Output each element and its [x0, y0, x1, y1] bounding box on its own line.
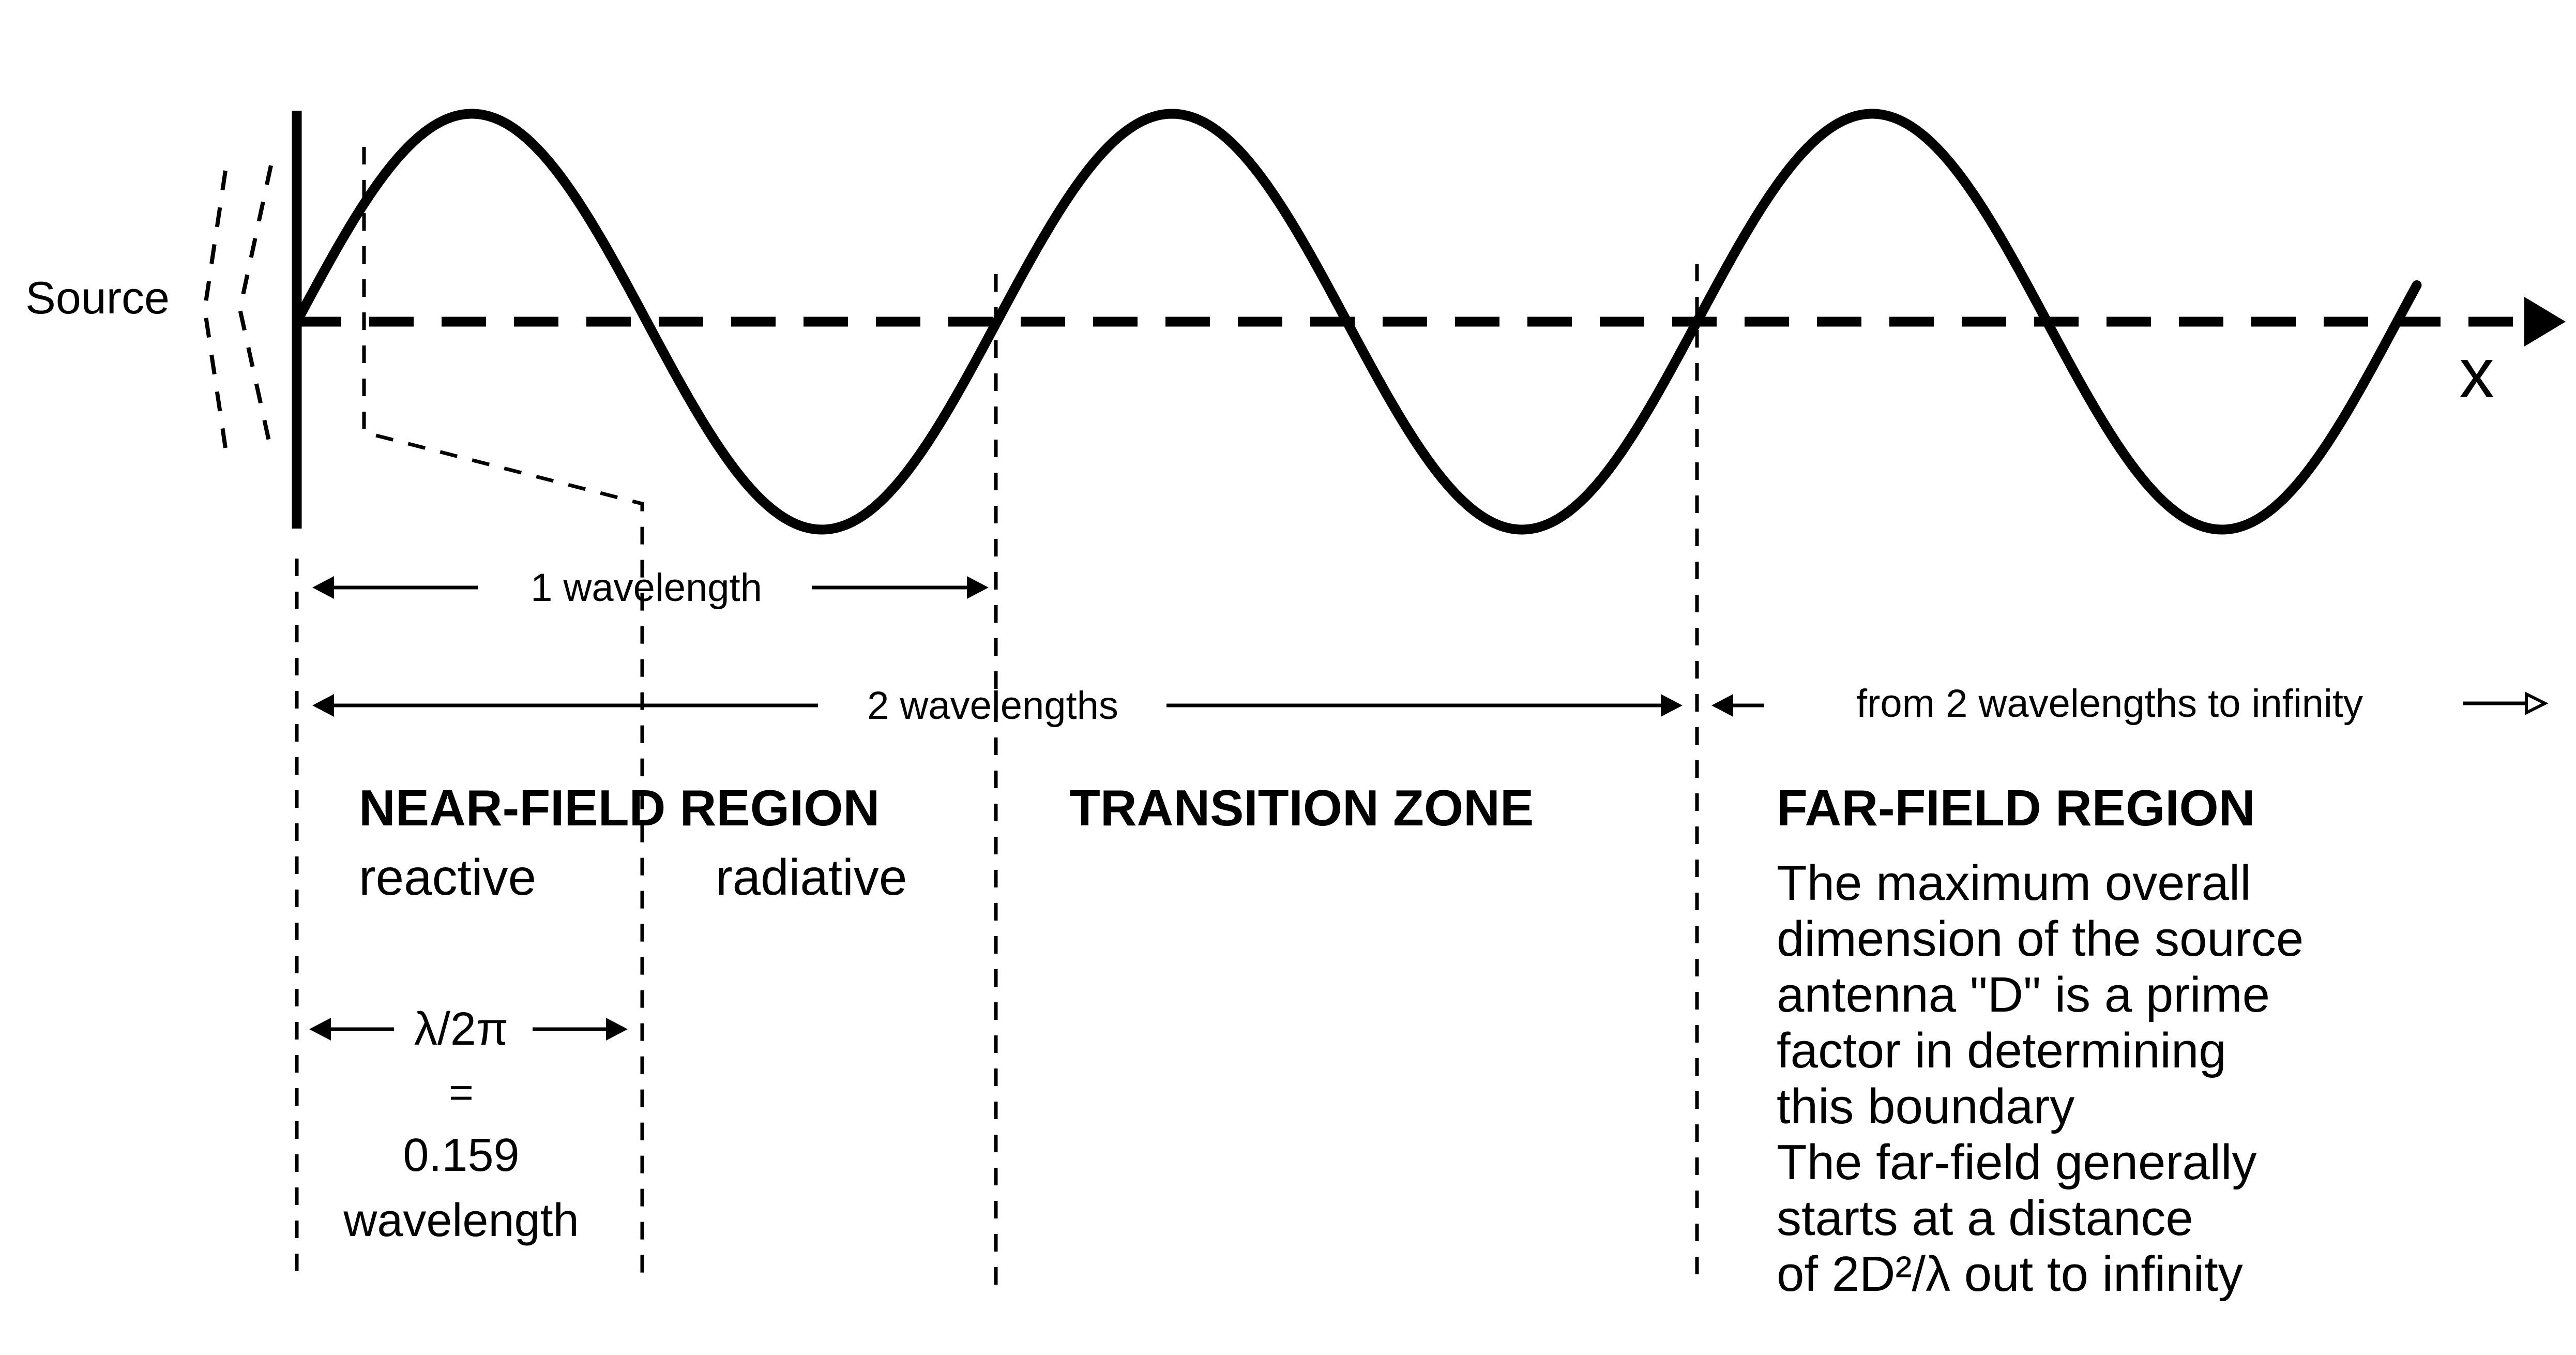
far-field-description-line: The far-field generally	[1777, 1135, 2256, 1190]
one-wavelength-label: 1 wavelength	[531, 566, 762, 610]
far-field-range-label: from 2 wavelengths to infinity	[1856, 682, 2363, 726]
lambda-unit: wavelength	[343, 1195, 579, 1246]
radiative-label: radiative	[716, 849, 907, 906]
axis-arrowhead	[2524, 297, 2566, 347]
dimension-two-wavelengths	[312, 694, 1683, 717]
reactive-label: reactive	[359, 849, 536, 906]
dimension-far-field	[1711, 691, 2549, 717]
transition-zone-title: TRANSITION ZONE	[1069, 779, 1534, 836]
far-field-description-line: starts at a distance	[1777, 1191, 2193, 1246]
far-field-description-line: of 2D²/λ out to infinity	[1777, 1246, 2243, 1302]
far-field-title: FAR-FIELD REGION	[1777, 779, 2255, 836]
sine-wave	[292, 109, 2422, 535]
lambda-value: 0.159	[403, 1130, 519, 1181]
dimension-one-wavelength	[312, 576, 989, 599]
source-emission-marks	[202, 165, 273, 450]
boundary-reactive-radiative	[362, 147, 644, 1277]
far-field-description-line: The maximum overall	[1777, 855, 2251, 911]
far-field-description-line: this boundary	[1777, 1079, 2074, 1134]
dimension-lambda-over-2pi	[309, 1018, 628, 1041]
far-field-description-line: factor in determining	[1777, 1023, 2226, 1078]
far-field-description-line: dimension of the source	[1777, 911, 2304, 967]
near-field-title: NEAR-FIELD REGION	[359, 779, 880, 836]
far-field-description-line: antenna "D" is a prime	[1777, 967, 2270, 1022]
lambda-equals: =	[449, 1069, 474, 1116]
axis-label: x	[2459, 334, 2494, 412]
two-wavelengths-label: 2 wavelengths	[867, 684, 1118, 728]
source-label: Source	[25, 272, 170, 323]
lambda-expression: λ/2π	[414, 1003, 508, 1055]
